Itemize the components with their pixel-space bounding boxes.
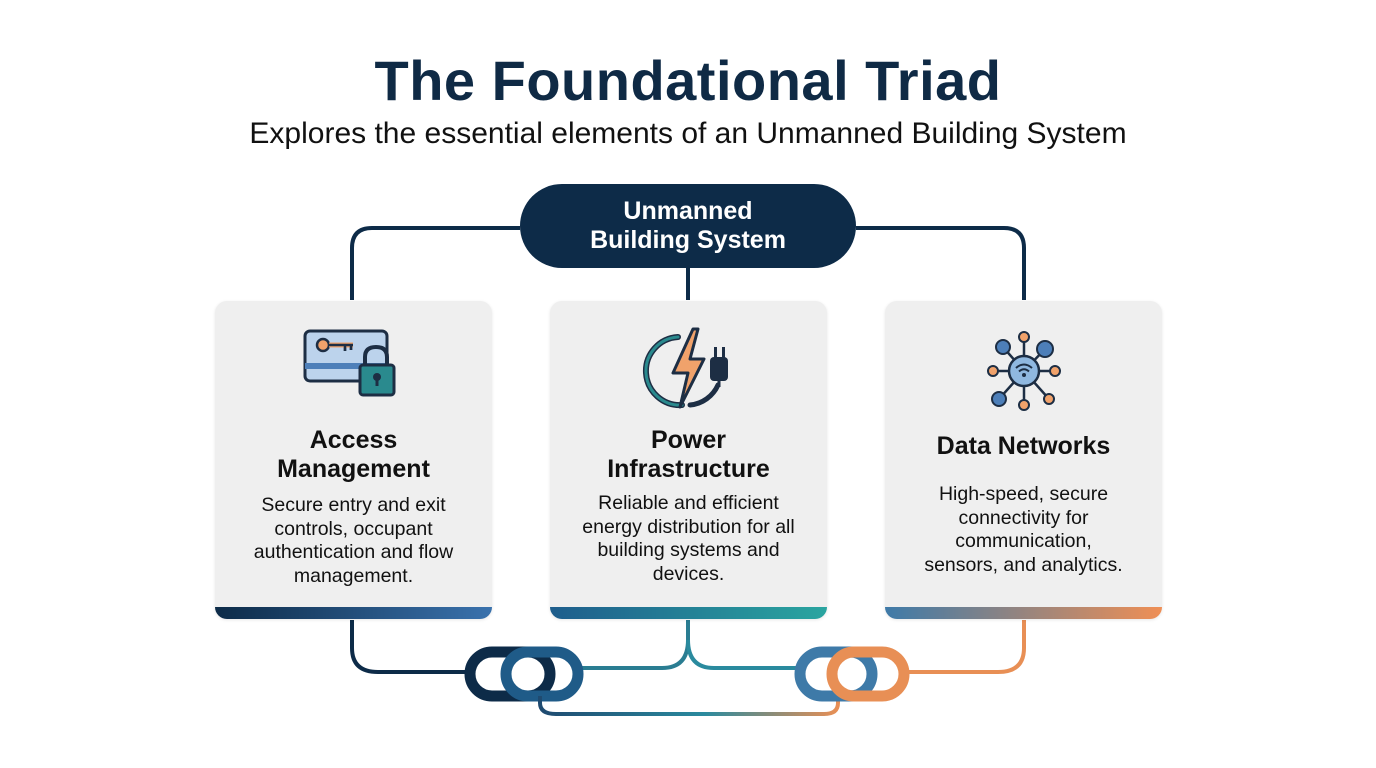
hub-node: Unmanned Building System (520, 184, 856, 268)
card-access-management: Access Management Secure entry and exit … (215, 301, 492, 619)
card-description-line: High-speed, secure (938, 483, 1109, 505)
hub-label-line: Unmanned (623, 197, 753, 225)
card-title: Data Networks (895, 432, 1152, 461)
card-description-line: devices. (652, 562, 725, 585)
card-description-line: energy distribution for all (582, 515, 795, 538)
card-description-line: Reliable and efficient (598, 492, 779, 514)
power-plug-lightning-icon (642, 327, 728, 409)
card-data-networks: Data Networks High-speed, secure connect… (885, 301, 1162, 619)
card-title-line: Access (309, 426, 398, 454)
network-hub-icon (987, 331, 1061, 411)
keycard-lock-icon (303, 329, 396, 397)
card-title: Access Management (225, 426, 482, 484)
card-title-line: Management (277, 455, 430, 483)
card-description-line: communication, (955, 530, 1092, 552)
page-title: The Foundational Triad (374, 49, 1002, 112)
card-description: Secure entry and exit controls, occupant… (229, 494, 478, 588)
connector-hub-left (350, 226, 520, 300)
card-description-line: sensors, and analytics. (924, 553, 1123, 576)
connector-bottom-center (575, 620, 690, 670)
card-description: Reliable and efficient energy distributi… (564, 492, 813, 586)
connector-bottom-right (905, 620, 1026, 674)
card-description-line: authentication and flow (253, 541, 454, 563)
card-accent-bar (885, 607, 1162, 619)
card-description: High-speed, secure connectivity for comm… (899, 483, 1148, 577)
card-title-line: Infrastructure (607, 455, 770, 483)
connector-bottom-left (350, 620, 470, 674)
page-subtitle: Explores the essential elements of an Un… (249, 117, 1127, 150)
card-description-line: connectivity for (958, 506, 1089, 529)
hub-label-line: Building System (590, 226, 786, 254)
card-description-line: building systems and (597, 539, 780, 561)
card-description-line: controls, occupant (274, 517, 433, 540)
chain-links-icon (464, 646, 910, 716)
card-title-line: Data Networks (936, 432, 1111, 460)
card-title: Power Infrastructure (560, 426, 817, 484)
card-accent-bar (215, 607, 492, 619)
card-accent-bar (550, 607, 827, 619)
connector-hub-right (856, 226, 1026, 300)
card-power-infrastructure: Power Infrastructure Reliable and effici… (550, 301, 827, 619)
card-description-line: management. (293, 564, 414, 587)
connector-bottom-center-right (686, 639, 800, 670)
card-description-line: Secure entry and exit (261, 494, 446, 516)
card-title-line: Power (650, 426, 727, 454)
